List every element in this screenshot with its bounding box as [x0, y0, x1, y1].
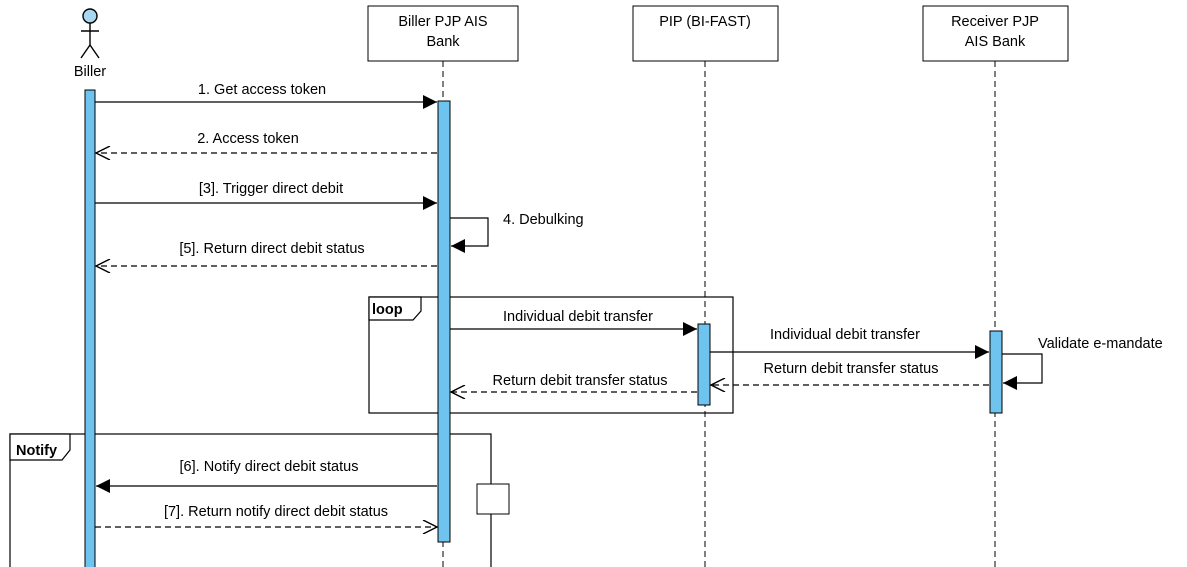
notify-label-tab [9, 433, 71, 461]
activation-pip [697, 323, 711, 406]
message-label: Validate e-mandate [1038, 336, 1163, 352]
participant-label-line1: Receiver PJP [951, 14, 1039, 30]
activation-receiver-bank [989, 330, 1003, 414]
message-label: [3]. Trigger direct debit [199, 181, 343, 197]
participant-box [632, 5, 779, 62]
empty-activation-box [476, 483, 510, 515]
message-return-debit-transfer-status-2: Return debit transfer status [451, 373, 697, 392]
loop-label-tab [368, 296, 422, 321]
participant-box [367, 5, 519, 62]
message-label: Return debit transfer status [493, 373, 668, 389]
participant-box [922, 5, 1069, 62]
message-label: [6]. Notify direct debit status [180, 459, 359, 475]
actor-head [82, 8, 98, 24]
loop-frame [368, 296, 734, 414]
notify-fragment: Notify [9, 433, 492, 567]
message-validate-e-mandate: Validate e-mandate [1002, 336, 1163, 390]
participant-label-line2: AIS Bank [965, 34, 1026, 50]
loop-label: loop [372, 302, 403, 318]
message-return-direct-debit-status: [5]. Return direct debit status [96, 241, 437, 266]
participant-label: PIP (BI-FAST) [659, 14, 751, 30]
message-label: 2. Access token [197, 131, 299, 147]
message-return-notify-direct-debit-status: [7]. Return notify direct debit status [95, 504, 437, 527]
notify-label: Notify [16, 443, 57, 459]
participant-label-line1: Biller PJP AIS [398, 14, 487, 30]
message-label: [7]. Return notify direct debit status [164, 504, 388, 520]
participant-biller-bank: Biller PJP AIS Bank [367, 5, 519, 62]
participant-pip: PIP (BI-FAST) [632, 5, 779, 62]
message-debulking: 4. Debulking [450, 212, 584, 253]
message-individual-debit-transfer-2: Individual debit transfer [710, 327, 989, 359]
notify-frame [9, 433, 492, 567]
message-notify-direct-debit-status: [6]. Notify direct debit status [96, 459, 437, 493]
participant-label-biller: Biller [74, 64, 106, 80]
participant-label-line2: Bank [426, 34, 460, 50]
message-label: 4. Debulking [503, 212, 584, 228]
participant-biller: Biller [74, 8, 106, 80]
message-label: [5]. Return direct debit status [179, 241, 364, 257]
activation-biller-bank [437, 100, 451, 543]
activation-biller [84, 89, 96, 567]
message-label: 1. Get access token [198, 82, 326, 98]
message-trigger-direct-debit: [3]. Trigger direct debit [95, 181, 437, 210]
loop-fragment: loop [368, 296, 734, 414]
message-label: Individual debit transfer [770, 327, 920, 343]
message-return-debit-transfer-status-1: Return debit transfer status [711, 361, 989, 385]
message-access-token: 2. Access token [96, 131, 437, 153]
message-get-access-token: 1. Get access token [95, 82, 437, 109]
message-label: Return debit transfer status [764, 361, 939, 377]
message-label: Individual debit transfer [503, 309, 653, 325]
participant-receiver-bank: Receiver PJP AIS Bank [922, 5, 1069, 62]
message-individual-debit-transfer-1: Individual debit transfer [450, 309, 697, 336]
